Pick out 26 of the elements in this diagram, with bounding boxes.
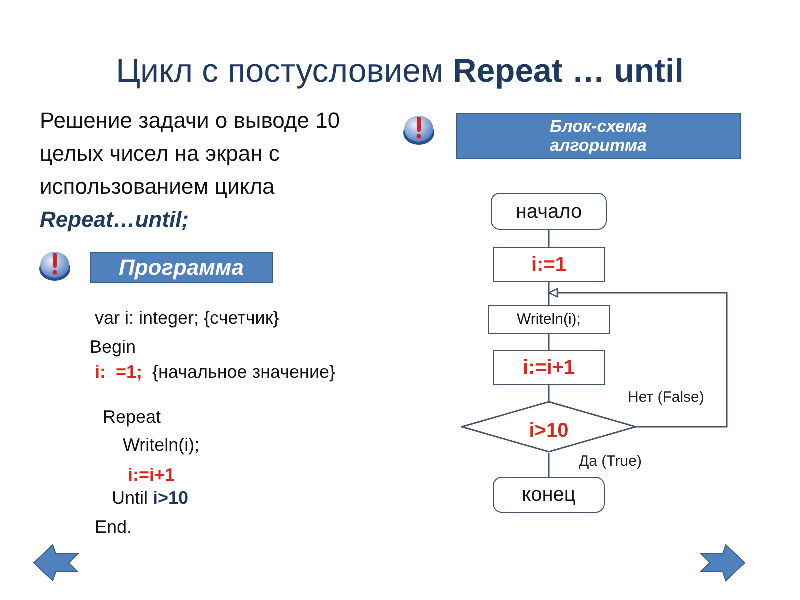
- edge-label: Нет (False): [627, 389, 706, 407]
- code-line: Begin: [90, 336, 136, 358]
- code-line: var i: integer; {счетчик}: [95, 307, 280, 329]
- connector-line: [548, 334, 550, 350]
- arrow: [548, 288, 728, 428]
- code-line: Writeln(i);: [123, 434, 200, 456]
- process-box: i:=1: [493, 247, 605, 282]
- section-banner: Программа: [90, 252, 273, 283]
- code-line: Repeat: [103, 406, 162, 428]
- terminal-box: начало: [491, 193, 607, 230]
- connector-line: [548, 453, 550, 477]
- decision-diamond: i>10: [461, 401, 637, 453]
- connector-line: [548, 385, 550, 401]
- terminal-box: конец: [493, 477, 605, 513]
- edge-label: Да (True): [578, 453, 643, 471]
- code-line: i: =1; {начальное значение}: [95, 361, 336, 383]
- task-description: Решение задачи о выводе 10 целых чисел на экран с использованием цикла Repeat…until;: [40, 107, 342, 234]
- slide-title: Цикл с постусловием Repeat … until: [115, 52, 685, 90]
- connector-line: [548, 282, 550, 305]
- code-line: i:=i+1: [128, 464, 176, 486]
- connector-line: [548, 230, 550, 247]
- code-line: End.: [95, 516, 132, 538]
- process-box: Writeln(i);: [488, 305, 610, 334]
- section-banner: Блок-схема алгоритма: [456, 113, 741, 159]
- process-box: i:=i+1: [493, 350, 605, 385]
- code-line: Until i>10: [112, 487, 189, 509]
